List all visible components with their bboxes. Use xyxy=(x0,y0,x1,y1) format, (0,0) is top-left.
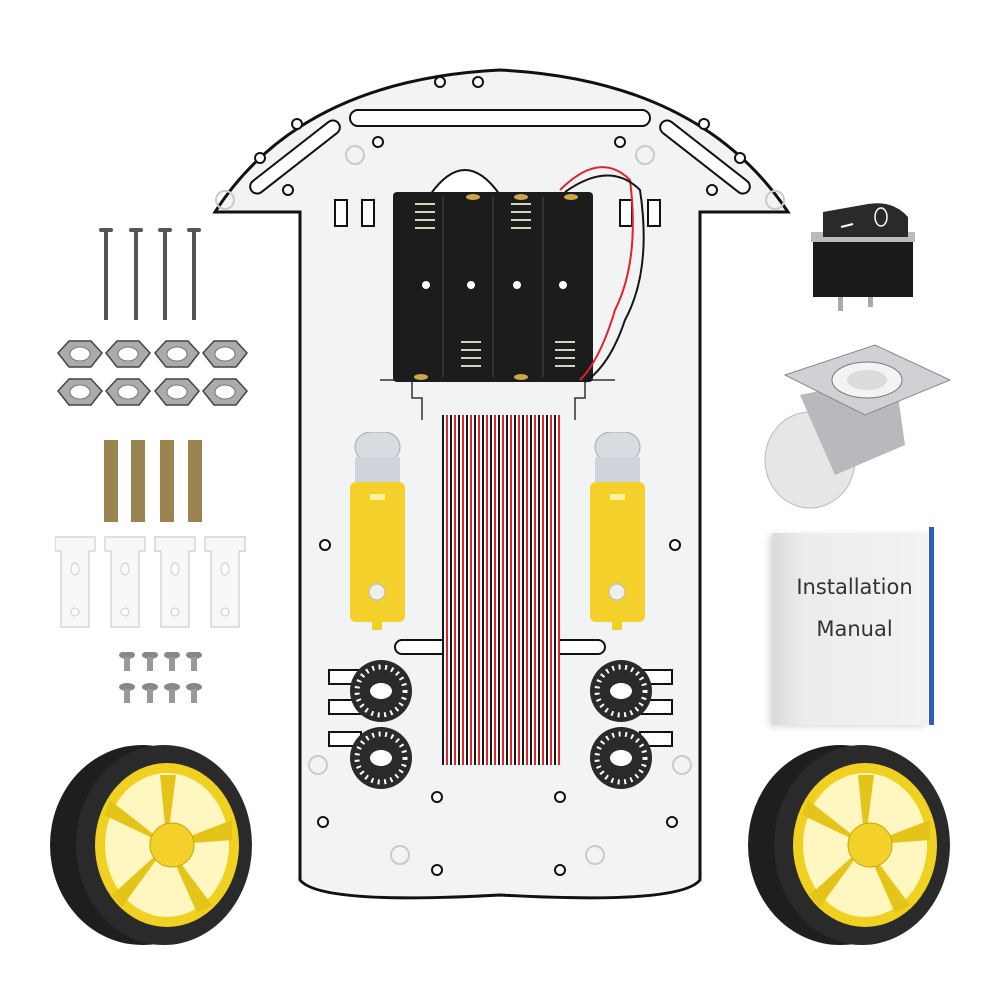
wheel-right xyxy=(740,735,960,955)
battery-wires xyxy=(540,160,680,390)
manual-cover xyxy=(772,533,928,725)
battery-holder xyxy=(393,192,593,382)
dc-gear-motor-right xyxy=(590,432,645,632)
wheel-left xyxy=(42,735,262,955)
dc-gear-motor-left xyxy=(350,432,405,632)
manual-title-line1: Installation xyxy=(796,575,913,599)
long-screws xyxy=(95,228,210,323)
short-screws xyxy=(115,652,205,712)
rocker-switch xyxy=(808,192,918,312)
acrylic-motor-mounts xyxy=(55,535,255,630)
caster-wheel xyxy=(755,335,955,510)
installation-manual: Installation Manual xyxy=(772,527,937,725)
ribbon-jumper-wires xyxy=(442,415,560,765)
manual-title-line2: Manual xyxy=(816,617,893,641)
manual-spine xyxy=(929,527,934,725)
hex-nuts xyxy=(55,335,255,415)
brass-standoffs xyxy=(100,440,210,525)
